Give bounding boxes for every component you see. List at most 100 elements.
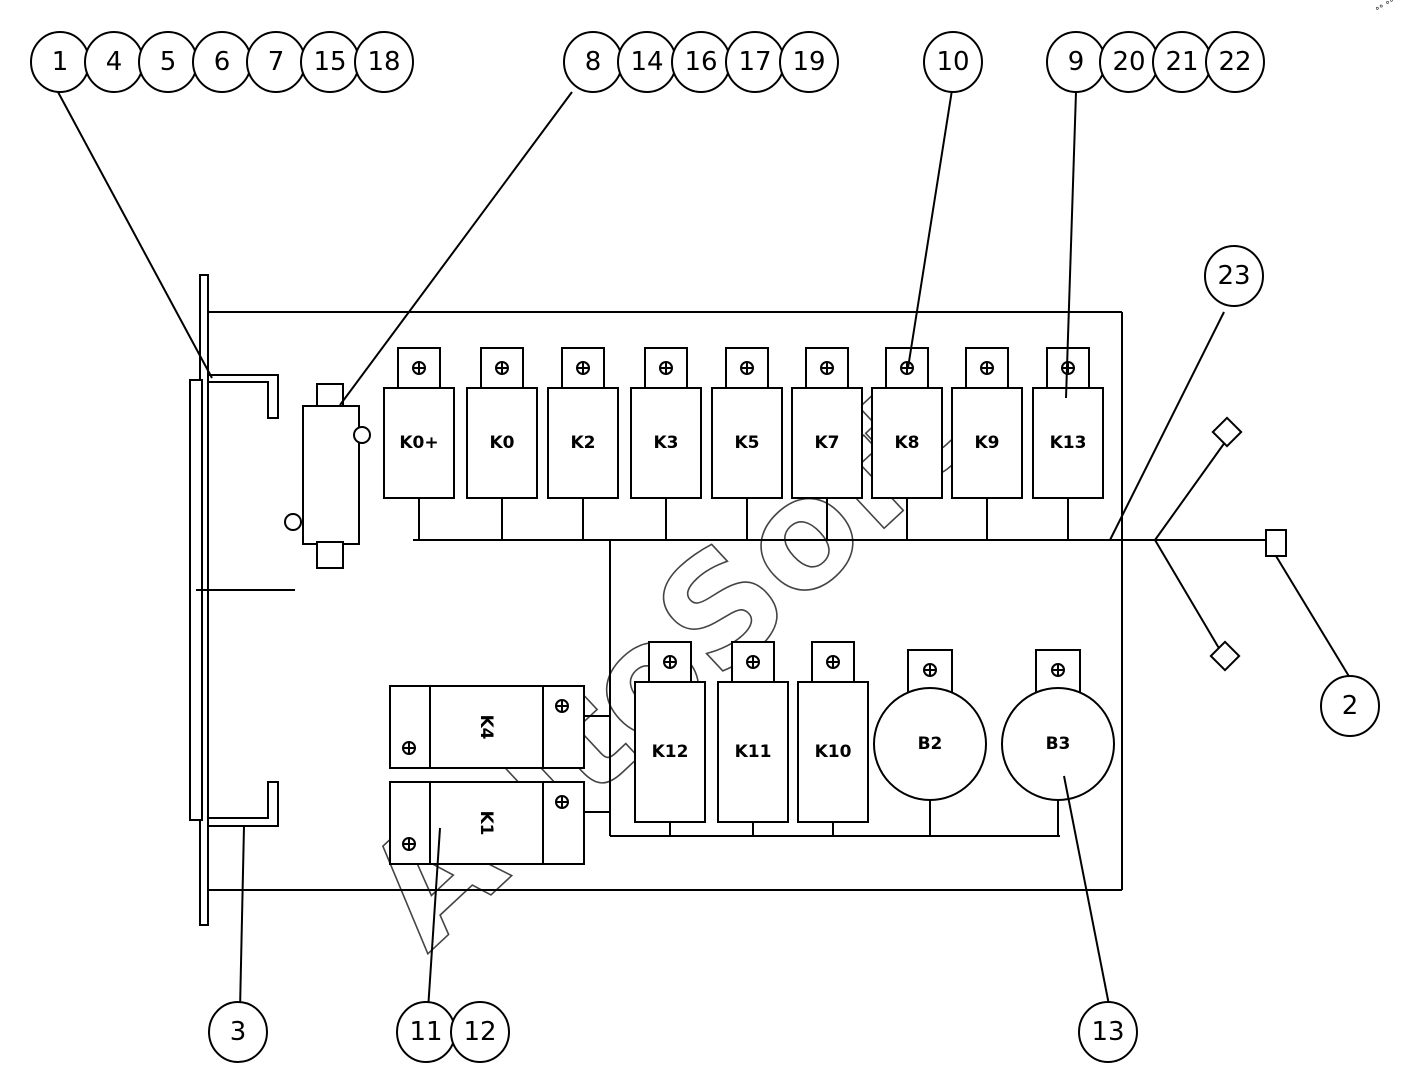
- balloon-number: 5: [160, 47, 177, 77]
- corner-mark: °° °°°: [1375, 0, 1402, 17]
- relay-k2: K2: [547, 347, 619, 540]
- relay-label: K11: [735, 742, 772, 762]
- balloon-number: 18: [367, 47, 400, 77]
- component-b2: B2: [873, 649, 987, 836]
- relay-label: K12: [652, 742, 689, 762]
- panel-body: [189, 379, 203, 821]
- panel-bottom-bracket: [208, 781, 279, 827]
- relay-label: K3: [653, 433, 678, 453]
- balloon-4: 4: [84, 31, 144, 93]
- relay-label: K0: [489, 433, 514, 453]
- top-relay-row: K0+ K0 K2 K3 K5 K7 K8 K9 K13: [383, 347, 1104, 540]
- leader-lines: [57, 89, 1351, 1011]
- balloon-14: 14: [617, 31, 677, 93]
- balloon-8: 8: [563, 31, 623, 93]
- relay-label: K10: [815, 742, 852, 762]
- connector-straight: [1265, 529, 1287, 557]
- relay-k10: K10: [797, 641, 869, 836]
- balloon-5: 5: [138, 31, 198, 93]
- balloon-group-top-center: 8 14 16 17 19: [563, 31, 839, 93]
- balloon-17: 17: [725, 31, 785, 93]
- balloon-group-bottom-3: 3: [208, 1001, 268, 1063]
- balloon-group-right-2: 2: [1320, 675, 1380, 737]
- relay-k11: K11: [717, 641, 789, 836]
- bottom-relay-row: K12 K11 K10: [634, 641, 869, 836]
- balloon-number: 10: [936, 47, 969, 77]
- relay-k9: K9: [951, 347, 1023, 540]
- balloon-number: 17: [738, 47, 771, 77]
- balloon-1: 1: [30, 31, 90, 93]
- balloon-23: 23: [1204, 245, 1264, 307]
- balloon-group-top-single: 10: [923, 31, 983, 93]
- balloon-9: 9: [1046, 31, 1106, 93]
- balloon-7: 7: [246, 31, 306, 93]
- balloon-number: 19: [792, 47, 825, 77]
- relay-label: K8: [894, 433, 919, 453]
- balloon-19: 19: [779, 31, 839, 93]
- relay-label: K9: [974, 433, 999, 453]
- relay-label: K13: [1050, 433, 1087, 453]
- balloon-group-bottom-13: 13: [1078, 1001, 1138, 1063]
- balloon-2: 2: [1320, 675, 1380, 737]
- relay-k13: K13: [1032, 347, 1104, 540]
- component-label: B2: [918, 734, 943, 754]
- relay-label: K2: [570, 433, 595, 453]
- balloon-number: 2: [1342, 691, 1359, 721]
- relay-k5: K5: [711, 347, 783, 540]
- relay-k7: K7: [791, 347, 863, 540]
- balloon-number: 9: [1068, 47, 1085, 77]
- balloon-number: 13: [1091, 1017, 1124, 1047]
- balloon-number: 1: [52, 47, 69, 77]
- relay-k3: K3: [630, 347, 702, 540]
- balloon-number: 12: [463, 1017, 496, 1047]
- balloon-number: 20: [1112, 47, 1145, 77]
- mounting-frame: [189, 274, 1123, 926]
- balloon-16: 16: [671, 31, 731, 93]
- panel-top-bracket: [208, 374, 279, 419]
- balloon-number: 11: [409, 1017, 442, 1047]
- balloon-number: 7: [268, 47, 285, 77]
- component-label: K4: [476, 714, 496, 739]
- balloon-group-bottom-11-12: 11 12: [396, 1001, 510, 1063]
- component-label: B3: [1046, 734, 1071, 754]
- wiring-harness: [413, 437, 1268, 837]
- balloon-6: 6: [192, 31, 252, 93]
- balloon-11: 11: [396, 1001, 456, 1063]
- balloon-15: 15: [300, 31, 360, 93]
- balloon-group-top-left: 1 4 5 6 7 15 18: [30, 31, 414, 93]
- relay-k12: K12: [634, 641, 706, 836]
- connector-lower: [1209, 640, 1241, 672]
- balloon-number: 6: [214, 47, 231, 77]
- component-k1: K1: [389, 781, 585, 865]
- balloon-number: 3: [230, 1017, 247, 1047]
- balloon-number: 16: [684, 47, 717, 77]
- relay-label: K5: [734, 433, 759, 453]
- round-components: B2 B3: [873, 649, 1115, 836]
- balloon-number: 15: [313, 47, 346, 77]
- balloon-10: 10: [923, 31, 983, 93]
- balloon-number: 14: [630, 47, 663, 77]
- relay-label: K7: [814, 433, 839, 453]
- balloon-22: 22: [1205, 31, 1265, 93]
- balloon-group-right-23: 23: [1204, 245, 1264, 307]
- balloon-number: 21: [1165, 47, 1198, 77]
- relay-k8: K8: [871, 347, 943, 540]
- balloon-3: 3: [208, 1001, 268, 1063]
- relay-k0: K0+: [383, 347, 455, 540]
- balloon-12: 12: [450, 1001, 510, 1063]
- balloon-number: 23: [1217, 261, 1250, 291]
- balloon-number: 8: [585, 47, 602, 77]
- connector-upper: [1211, 416, 1243, 448]
- harness-connectors: [1209, 416, 1287, 672]
- balloon-20: 20: [1099, 31, 1159, 93]
- relay-label: K0+: [399, 433, 438, 453]
- balloon-number: 4: [106, 47, 123, 77]
- fuse-holder: [284, 383, 371, 569]
- component-k4: K4: [389, 685, 585, 769]
- balloon-18: 18: [354, 31, 414, 93]
- component-b3: B3: [1001, 649, 1115, 836]
- balloon-21: 21: [1152, 31, 1212, 93]
